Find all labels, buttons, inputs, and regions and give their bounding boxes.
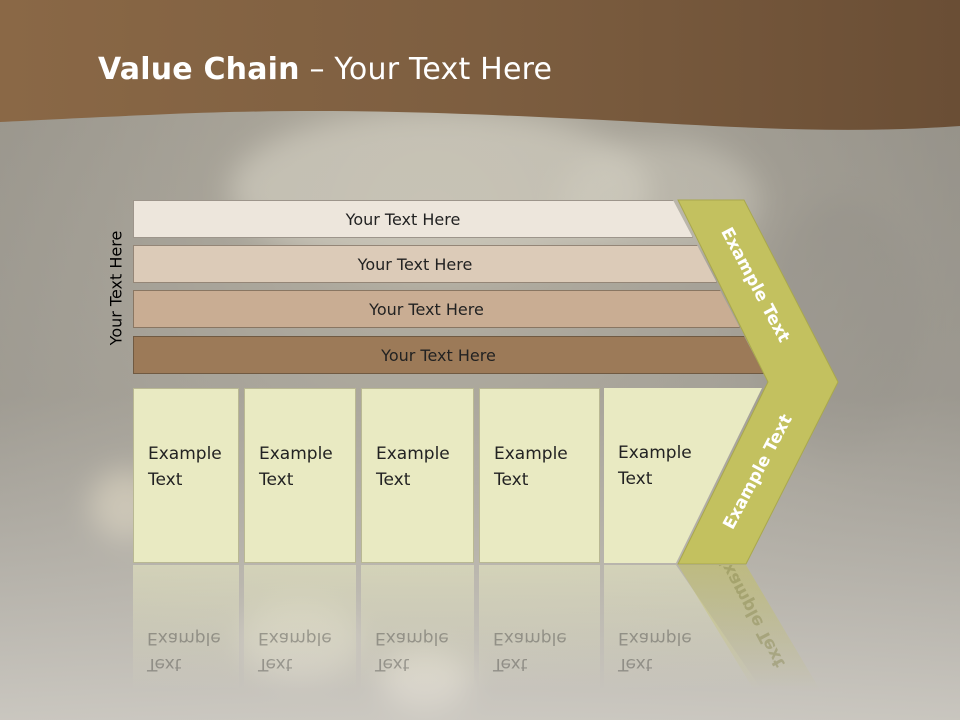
bar-3-label: Your Text Here xyxy=(369,299,484,319)
header-band xyxy=(0,0,960,130)
chevron-arrow xyxy=(677,199,839,565)
column-box-5-line1: Example xyxy=(618,443,692,463)
title-bold: Value Chain xyxy=(98,52,300,87)
column-box-1-line2: Text xyxy=(148,470,183,490)
column-box-4-line2: Text xyxy=(494,470,529,490)
column-box-1: Example Text xyxy=(133,388,239,563)
side-label: Your Text Here xyxy=(106,230,126,346)
column-box-2-line1: Example xyxy=(259,444,333,464)
column-box-4-line1: Example xyxy=(494,444,568,464)
bar-4: Your Text Here xyxy=(133,336,764,374)
column-box-2-line2: Text xyxy=(259,470,294,490)
title-rest: – Your Text Here xyxy=(299,52,553,87)
column-box-5-line2: Text xyxy=(618,469,653,489)
bar-2: Your Text Here xyxy=(133,245,717,283)
column-box-1-line1: Example xyxy=(148,444,222,464)
column-box-4: Example Text xyxy=(479,388,600,563)
column-box-3: Example Text xyxy=(361,388,474,563)
bar-3: Your Text Here xyxy=(133,290,740,328)
column-box-3-line2: Text xyxy=(376,470,411,490)
bar-1: Your Text Here xyxy=(133,200,693,238)
page-title: Value Chain – Your Text Here xyxy=(98,52,552,87)
column-box-3-line1: Example xyxy=(376,444,450,464)
bar-2-label: Your Text Here xyxy=(357,254,473,274)
bar-4-label: Your Text Here xyxy=(381,345,496,365)
bar-1-label: Your Text Here xyxy=(345,209,461,229)
column-box-2: Example Text xyxy=(244,388,356,563)
